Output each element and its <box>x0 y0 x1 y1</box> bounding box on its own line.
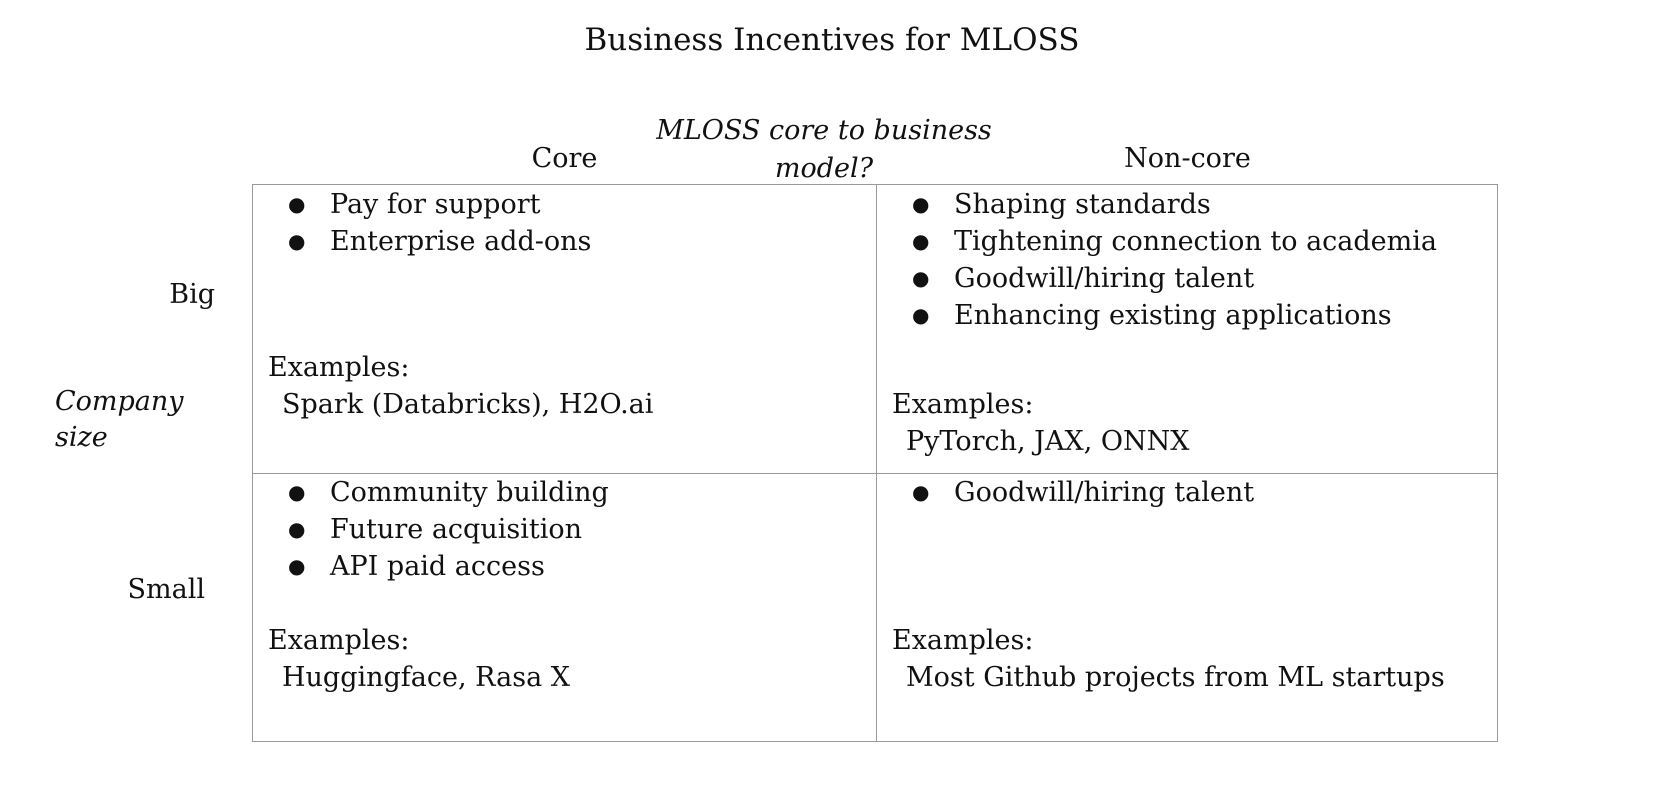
examples-label: Examples: <box>892 389 1034 420</box>
quadrant-grid <box>252 184 1498 742</box>
list-item: Goodwill/hiring talent <box>876 260 1437 297</box>
y-axis-label: Company size <box>55 384 215 456</box>
cell-small-core: Community building Future acquisition AP… <box>252 472 862 742</box>
examples-label: Examples: <box>268 625 410 656</box>
examples-label: Examples: <box>892 625 1034 656</box>
vertical-divider <box>876 185 877 741</box>
examples-text: Spark (Databricks), H2O.ai <box>282 389 654 420</box>
list-item: Pay for support <box>252 186 591 223</box>
column-header-noncore: Non-core <box>1124 143 1251 174</box>
list-item: Shaping standards <box>876 186 1437 223</box>
examples-text: Most Github projects from ML startups <box>906 662 1445 693</box>
cell-big-core: Pay for support Enterprise add-ons Examp… <box>252 184 862 472</box>
row-header-big: Big <box>169 279 215 310</box>
y-axis-label-line2: size <box>55 422 108 453</box>
cell-small-noncore: Goodwill/hiring talent Examples: Most Gi… <box>876 472 1486 742</box>
bullet-list: Goodwill/hiring talent <box>876 474 1254 511</box>
horizontal-divider <box>253 473 1497 474</box>
bullet-list: Pay for support Enterprise add-ons <box>252 186 591 260</box>
cell-big-noncore: Shaping standards Tightening connection … <box>876 184 1486 472</box>
examples-text: Huggingface, Rasa X <box>282 662 570 693</box>
column-header-core: Core <box>531 143 598 174</box>
list-item: API paid access <box>252 548 609 585</box>
list-item: Enterprise add-ons <box>252 223 591 260</box>
list-item: Enhancing existing applications <box>876 297 1437 334</box>
list-item: Goodwill/hiring talent <box>876 474 1254 511</box>
row-header-small: Small <box>127 574 205 605</box>
list-item: Tightening connection to academia <box>876 223 1437 260</box>
y-axis-label-line1: Company <box>55 386 184 417</box>
bullet-list: Shaping standards Tightening connection … <box>876 186 1437 334</box>
page-title: Business Incentives for MLOSS <box>584 22 1080 58</box>
x-axis-question: MLOSS core to business model? <box>656 115 992 184</box>
examples-label: Examples: <box>268 352 410 383</box>
list-item: Future acquisition <box>252 511 609 548</box>
list-item: Community building <box>252 474 609 511</box>
examples-text: PyTorch, JAX, ONNX <box>906 426 1190 457</box>
bullet-list: Community building Future acquisition AP… <box>252 474 609 585</box>
